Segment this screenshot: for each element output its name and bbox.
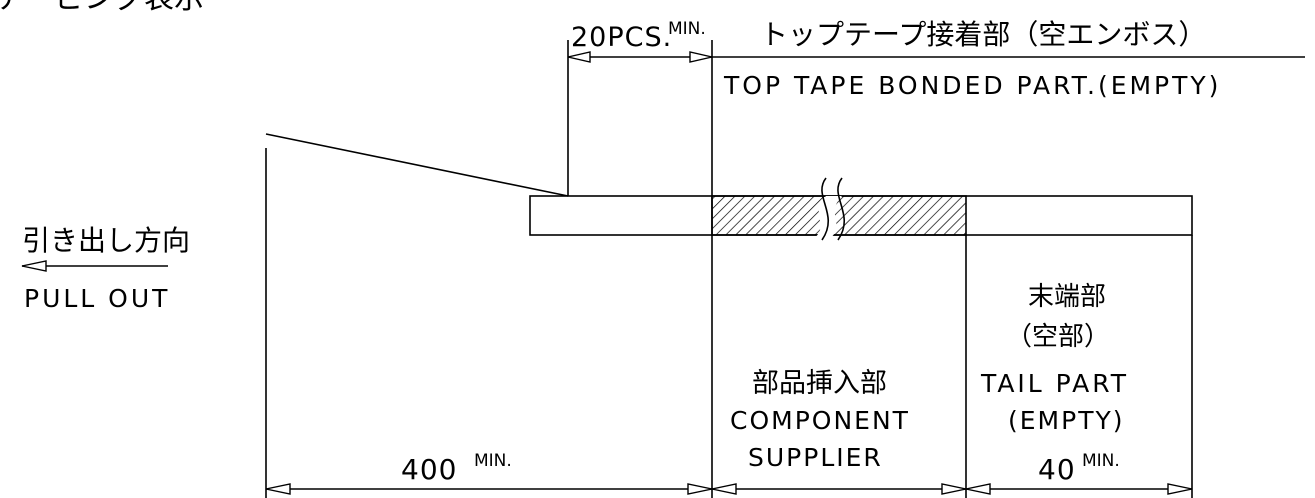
direction-en-label: PULL OUT (24, 284, 170, 313)
break-symbol (812, 196, 842, 240)
break-curve-left (821, 177, 829, 241)
dim-component-arrow-right (941, 483, 967, 495)
leader-min: MIN. (474, 451, 512, 471)
dim-400-arrow-right (687, 483, 713, 495)
tail-en-label-1: TAIL PART (980, 369, 1129, 398)
dim-40-arrow-right (1167, 483, 1193, 495)
tail-jp-label-2: （空部） (1006, 322, 1110, 352)
leader-value: 400 (401, 453, 457, 486)
pcs-min-label: MIN. (668, 19, 706, 39)
pcs-arrow-right (689, 51, 713, 63)
component-en-label-1: COMPONENT (730, 406, 910, 435)
leader-line (265, 133, 569, 197)
tail-value: 40 (1038, 453, 1076, 486)
dim-component-arrow-left (711, 483, 737, 495)
tail-min: MIN. (1082, 451, 1120, 471)
top-tape-en-label: TOP TAPE BONDED PART.(EMPTY) (723, 71, 1221, 100)
top-tape-jp-label: トップテープ接着部（空エンボス） (760, 18, 1206, 51)
component-jp-label: 部品挿入部 (752, 368, 887, 399)
tape-hatched-component-area (711, 195, 967, 236)
pcs-arrow-left (567, 51, 591, 63)
tail-jp-label-1: 末端部 (1028, 282, 1106, 312)
pcs-label: 20PCS. (571, 22, 672, 53)
break-curve-right (837, 177, 845, 241)
tail-en-label-2: (EMPTY) (1008, 406, 1125, 435)
direction-jp-label: 引き出し方向 (22, 224, 190, 257)
header-partial: テーピング表示 (0, 0, 204, 16)
dim-400-arrow-left (265, 483, 291, 495)
dim-40-arrow-left (965, 483, 991, 495)
direction-arrowhead (21, 260, 47, 272)
component-en-label-2: SUPPLIER (748, 443, 883, 472)
